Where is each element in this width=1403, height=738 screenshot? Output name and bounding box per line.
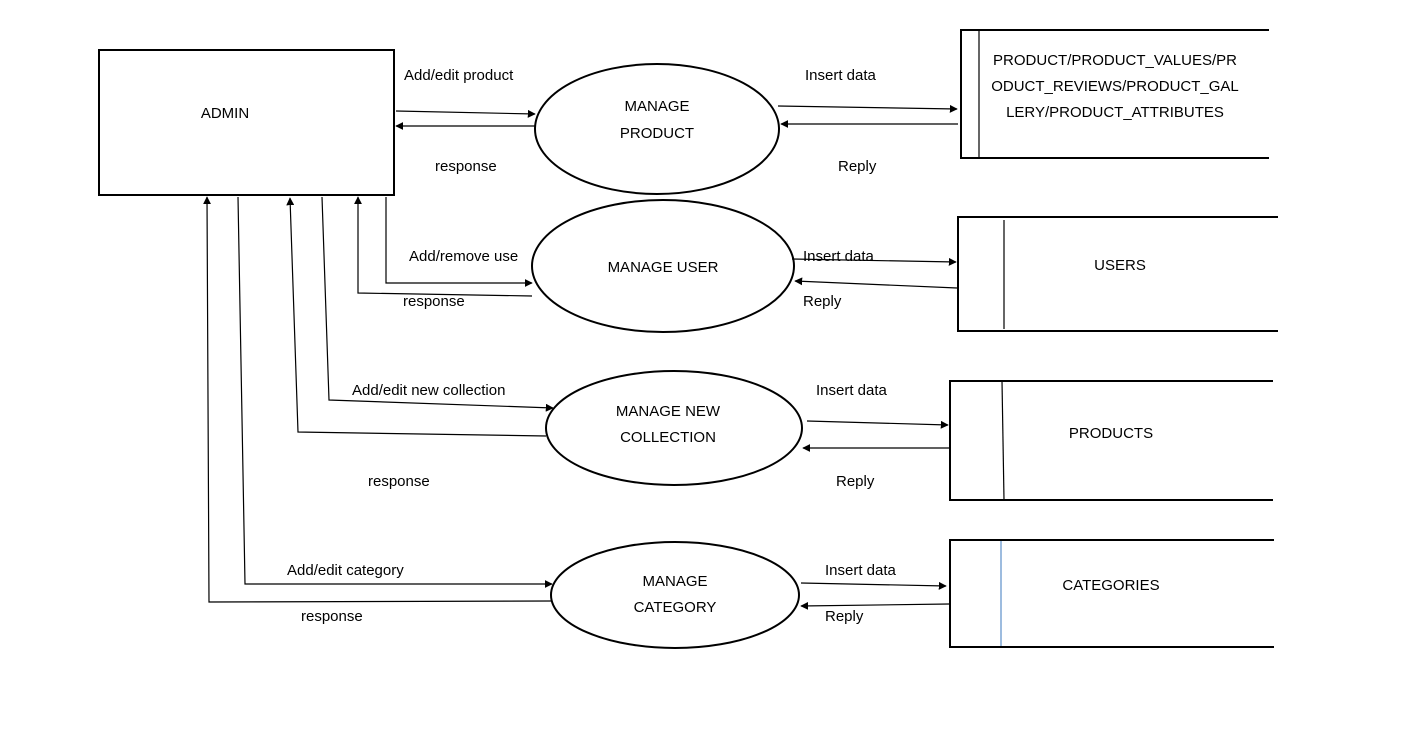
store-product-tables: PRODUCT/PRODUCT_VALUES/PR ODUCT_REVIEWS/…: [960, 29, 1269, 159]
process-label-line1: MANAGE: [624, 98, 689, 115]
flow-arrow-response-category: [203, 196, 552, 603]
flow-arrow-reply-category: [800, 601, 950, 610]
process-ellipse: [531, 199, 795, 333]
flow-label-insert-product: Insert data: [805, 67, 877, 84]
admin-box: [98, 49, 395, 196]
flow-label-add-edit-collection: Add/edit new collection: [352, 382, 505, 399]
flow-label-add-edit-category: Add/edit category: [287, 562, 404, 579]
process-manage-user: MANAGE USER: [531, 199, 795, 333]
store-label-line2: ODUCT_REVIEWS/PRODUCT_GAL: [991, 78, 1239, 95]
flow-arrow-insert-user: [791, 257, 957, 266]
flow-arrow-insert-collection: [806, 420, 949, 429]
flow-label-insert-user: Insert data: [803, 248, 875, 265]
store-categories: CATEGORIES: [949, 539, 1274, 648]
flow-label-response-collection: response: [368, 473, 430, 490]
flow-arrow-add-edit-product: [395, 109, 536, 118]
flow-label-reply-category: Reply: [825, 608, 864, 625]
flow-arrow-insert-category: [800, 581, 947, 590]
flow-label-insert-category: Insert data: [825, 562, 897, 579]
flow-label-response-user: response: [403, 293, 465, 310]
flow-arrow-add-remove-user: [385, 197, 533, 287]
flow-arrow-reply-user: [794, 277, 958, 289]
store-users: USERS: [957, 216, 1278, 332]
process-label-line1: MANAGE NEW: [616, 403, 721, 420]
store-products: PRODUCTS: [949, 380, 1273, 501]
flow-arrow-insert-product: [777, 104, 958, 113]
flow-label-reply-product: Reply: [838, 158, 877, 175]
flow-arrow-response-user: [354, 196, 533, 297]
store-label: PRODUCTS: [1069, 425, 1153, 442]
process-label-line2: CATEGORY: [634, 599, 717, 616]
store-label: CATEGORIES: [1062, 577, 1159, 594]
admin-entity: ADMIN: [98, 49, 395, 196]
store-label-line1: PRODUCT/PRODUCT_VALUES/PR: [993, 52, 1237, 69]
flow-arrow-add-edit-category: [237, 196, 553, 588]
store-label: USERS: [1094, 257, 1146, 274]
process-ellipse: [534, 63, 780, 195]
store-divider: [1001, 380, 1005, 501]
flow-label-response-category: response: [301, 608, 363, 625]
flow-label-add-remove-user: Add/remove use: [409, 248, 518, 265]
store-outline: [949, 380, 1273, 501]
process-ellipse: [550, 541, 800, 649]
process-manage-product: MANAGE PRODUCT: [534, 63, 780, 195]
store-outline: [957, 216, 1278, 332]
process-label-line1: MANAGE: [642, 573, 707, 590]
store-outline: [960, 29, 1269, 159]
flow-label-reply-collection: Reply: [836, 473, 875, 490]
store-label-line3: LERY/PRODUCT_ATTRIBUTES: [1006, 104, 1224, 121]
process-ellipse: [545, 370, 803, 486]
flow-label-response-product: response: [435, 158, 497, 175]
flow-arrow-add-edit-collection: [321, 196, 554, 412]
store-outline: [949, 539, 1274, 648]
process-label-line2: PRODUCT: [620, 125, 694, 142]
process-label-line1: MANAGE USER: [608, 259, 719, 276]
admin-label: ADMIN: [201, 105, 249, 122]
flow-arrow-response-collection: [286, 197, 547, 437]
process-label-line2: COLLECTION: [620, 429, 716, 446]
flow-label-insert-collection: Insert data: [816, 382, 888, 399]
flow-label-add-edit-product: Add/edit product: [404, 67, 514, 84]
process-manage-category: MANAGE CATEGORY: [550, 541, 800, 649]
flow-label-reply-user: Reply: [803, 293, 842, 310]
process-manage-new-collection: MANAGE NEW COLLECTION: [545, 370, 803, 486]
